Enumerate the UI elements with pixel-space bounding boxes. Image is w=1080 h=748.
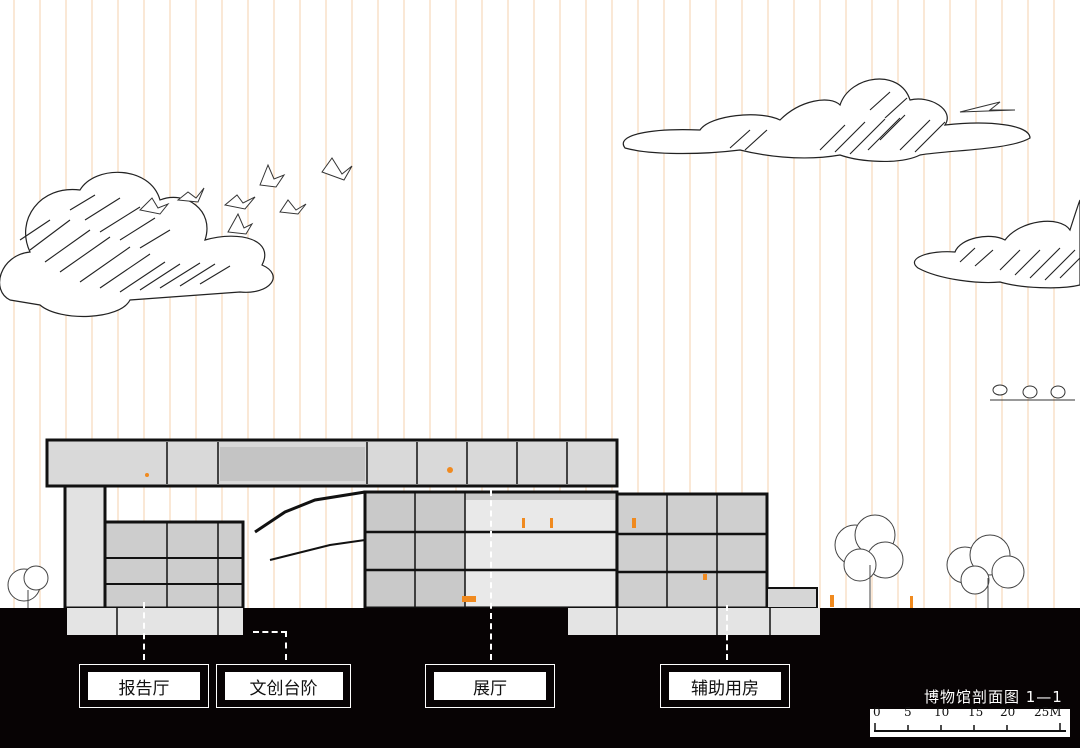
label-auxiliary-rooms: 辅助用房	[660, 664, 790, 708]
section-drawing	[0, 0, 1080, 610]
scale-tick-0: 0	[873, 705, 881, 719]
scale-tick-15: 15	[968, 705, 984, 719]
cloud-left	[0, 171, 274, 318]
scale-tick-20: 20	[1000, 705, 1016, 719]
basement-section	[67, 608, 820, 635]
scale-tick-10: 10	[934, 705, 950, 719]
leader-exhibition	[490, 490, 492, 660]
leader-lecture-hall	[143, 602, 145, 660]
museum-building-section	[45, 438, 913, 610]
birds-flock	[138, 101, 1016, 235]
scale-tick-5: 5	[904, 705, 912, 719]
label-exhibition-hall: 展厅	[425, 664, 555, 708]
label-creative-steps-text: 文创台阶	[224, 672, 343, 700]
leader-steps	[285, 631, 287, 660]
label-exhibition-hall-text: 展厅	[434, 672, 546, 700]
leader-auxiliary	[726, 605, 728, 660]
drawing-title: 博物馆剖面图 1—1	[924, 688, 1063, 706]
label-lecture-hall-text: 报告厅	[88, 672, 200, 700]
cloud-right	[913, 199, 1080, 289]
scale-bar	[870, 709, 1070, 737]
trees	[7, 514, 1025, 608]
birds-on-wire	[990, 384, 1075, 401]
label-creative-steps: 文创台阶	[216, 664, 351, 708]
scale-tick-25m: 25M	[1034, 705, 1062, 719]
label-auxiliary-rooms-text: 辅助用房	[669, 672, 781, 700]
label-lecture-hall: 报告厅	[79, 664, 209, 708]
cloud-top-right	[622, 78, 1031, 162]
leader-steps-horizontal	[253, 631, 287, 633]
